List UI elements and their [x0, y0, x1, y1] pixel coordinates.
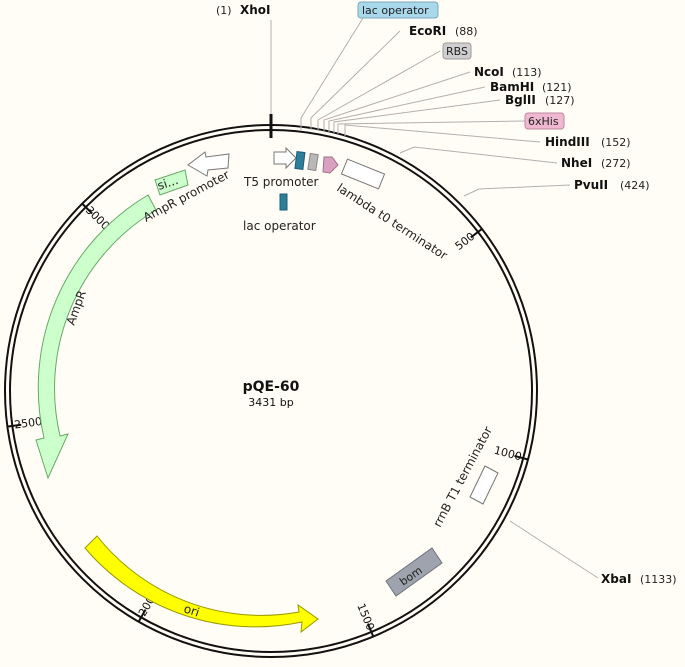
leader-bamhi — [328, 86, 486, 132]
leader-bglii — [333, 99, 501, 133]
ecori-pos: (88) — [455, 25, 478, 38]
ampr-promoter-arrow — [187, 151, 230, 177]
6xhis-tag-label: 6xHis — [528, 115, 559, 128]
xhoi-pos: (1) — [216, 4, 232, 17]
tick-mark-1000 — [514, 454, 529, 461]
tick-mark-500 — [470, 228, 483, 239]
tick-mark-1500 — [366, 623, 375, 637]
hindiii-name: HindIII — [545, 135, 590, 149]
leader-pvuii — [463, 184, 571, 197]
bglii-name: BglII — [505, 93, 536, 107]
nhei-name: NheI — [561, 156, 592, 170]
tick-mark-2500 — [7, 423, 22, 428]
tick-label-500: 500 — [453, 230, 478, 253]
ncoi-name: NcoI — [474, 65, 504, 79]
leader-6xhis — [337, 120, 526, 134]
ori-label: ori — [182, 602, 201, 620]
leader-hindiii — [344, 124, 541, 143]
rbs-box — [307, 152, 319, 172]
leader-ncoi — [323, 71, 471, 132]
si-box — [154, 169, 189, 196]
hindiii-pos: (152) — [601, 136, 631, 149]
lac-operator-box-2 — [279, 193, 288, 211]
rbs-tag-label: RBS — [446, 45, 468, 58]
ori-arrow — [84, 535, 319, 634]
ecori-name: EcoRI — [409, 24, 446, 38]
features — [35, 146, 499, 634]
t5-promoter-label: T5 promoter — [243, 175, 319, 189]
rbs-tag-box — [442, 42, 472, 60]
lac-operator-tag-box — [357, 1, 439, 19]
pvuii-pos: (424) — [620, 179, 650, 192]
lac-operator-box-1 — [294, 151, 306, 170]
bom-box — [385, 547, 443, 597]
xbai-name: XbaI — [601, 572, 631, 586]
bamhi-pos: (121) — [542, 81, 572, 94]
nhei-pos: (272) — [601, 157, 631, 170]
pvuii-name: PvuII — [574, 178, 608, 192]
6xhis-tag-box — [524, 112, 565, 130]
lambda-t0-box — [340, 158, 386, 190]
xbai-pos: (1133) — [640, 573, 677, 586]
6xhis-arrow — [322, 156, 339, 174]
t5-promoter-arrow — [273, 146, 297, 170]
tick-label-2500: 2500 — [13, 415, 42, 432]
ncoi-pos: (113) — [512, 66, 542, 79]
tick-label-1500: 1500 — [354, 602, 377, 633]
xhoi-name: XhoI — [240, 3, 271, 17]
leader-ecori — [310, 30, 401, 130]
tick-mark-2000 — [137, 609, 147, 623]
plasmid-length: 3431 bp — [248, 396, 293, 409]
leader-lac-operator — [300, 17, 364, 130]
plasmid-name: pQE-60 — [243, 379, 300, 395]
si-label: si... — [156, 173, 180, 193]
ampr-arrow — [35, 194, 157, 480]
rrnb-t1-box — [469, 465, 499, 505]
bglii-pos: (127) — [545, 94, 575, 107]
tick-label-1000: 1000 — [493, 444, 523, 464]
leader-nhei — [399, 146, 558, 164]
leader-xbai — [509, 520, 599, 579]
site-labels: (1) XhoI lac operator EcoRI (88) RBS Nco… — [216, 1, 677, 586]
lac-operator-tag-label: lac operator — [362, 4, 429, 17]
tick-mark-3000 — [81, 202, 93, 215]
bamhi-name: BamHI — [490, 80, 534, 94]
leader-rbs — [317, 50, 441, 131]
lac-operator-label: lac operator — [243, 219, 316, 233]
leader-lines — [270, 17, 599, 579]
lambda-t0-label: lambda t0 terminator — [334, 181, 450, 263]
